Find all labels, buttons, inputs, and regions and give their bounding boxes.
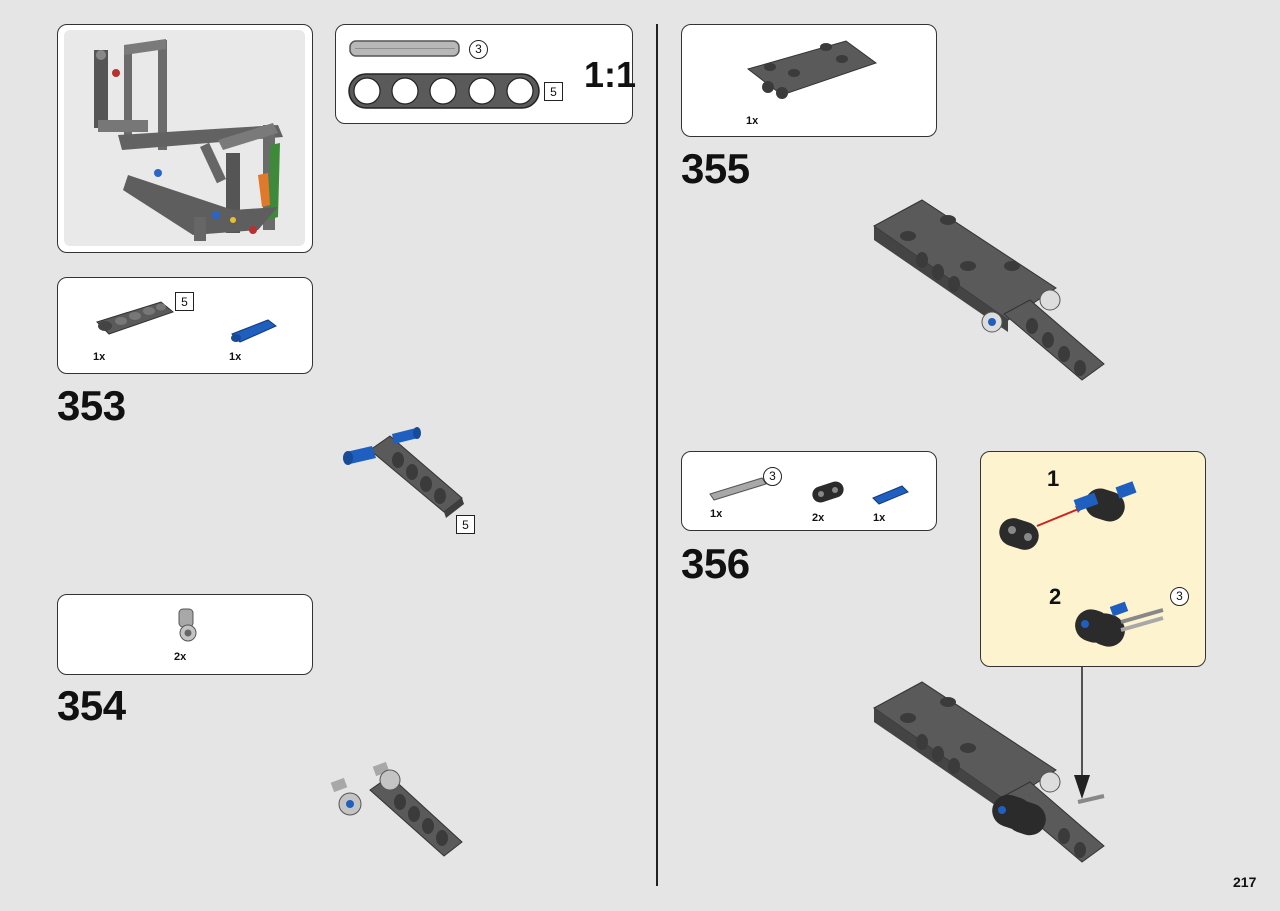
panel-part-icon	[746, 40, 878, 99]
panel-part-qty: 1x	[746, 115, 759, 127]
sub-step-1-image	[999, 481, 1137, 550]
model-preview-image	[94, 39, 283, 241]
step-353-parts-box: 5 1x 1x	[57, 277, 313, 374]
scale-text: 1:1	[584, 54, 637, 95]
step-354-parts-box: 2x	[57, 594, 313, 675]
blue-pin-part-icon	[872, 485, 909, 505]
step-356-number: 356	[681, 540, 750, 587]
sub-step-2-image	[1075, 601, 1164, 647]
blue-pin-qty: 1x	[229, 351, 242, 363]
page-number: 217	[1233, 874, 1257, 890]
sub-step-2-number: 2	[1049, 584, 1062, 609]
step-356-assembly	[873, 681, 1105, 863]
blue-pin-icon	[231, 319, 277, 343]
step-355-number: 355	[681, 145, 750, 192]
sub-assembly-callout: 1 2 3	[980, 451, 1206, 667]
step-354-assembly	[330, 761, 463, 857]
sub-step-2-axle-label: 3	[1170, 587, 1189, 606]
pin-connector-icon	[178, 608, 197, 642]
step-354-number: 354	[57, 682, 126, 729]
step-353-assembly	[343, 427, 464, 518]
step-353-number: 353	[57, 382, 126, 429]
model-preview-box	[57, 24, 313, 253]
column-divider	[656, 24, 658, 886]
beam-5-image	[348, 73, 540, 109]
axle-part-label: 3	[763, 467, 782, 486]
down-arrow-icon	[1074, 667, 1090, 799]
axle-part-icon	[709, 477, 767, 501]
cam-part-icon	[812, 481, 844, 503]
step-356-parts-box: 3 1x 2x 1x	[681, 451, 937, 531]
step-353-beam-label: 5	[456, 515, 475, 534]
cam-part-qty: 2x	[812, 512, 825, 524]
beam-part-icon	[96, 301, 175, 335]
step-355-parts-box: 1x	[681, 24, 937, 137]
beam-part-label: 5	[175, 292, 194, 311]
blue-pin-part-qty: 1x	[873, 512, 886, 524]
axle-part-qty: 1x	[710, 508, 723, 520]
pin-connector-qty: 2x	[174, 651, 187, 663]
step-355-assembly	[873, 199, 1105, 381]
axle-3-image	[349, 40, 460, 57]
beam-length-label: 5	[544, 82, 563, 101]
sub-step-1-number: 1	[1047, 466, 1060, 491]
axle-length-label: 3	[469, 40, 488, 59]
beam-part-qty: 1x	[93, 351, 106, 363]
scale-reference-box: 3 5 1:1	[335, 24, 637, 124]
